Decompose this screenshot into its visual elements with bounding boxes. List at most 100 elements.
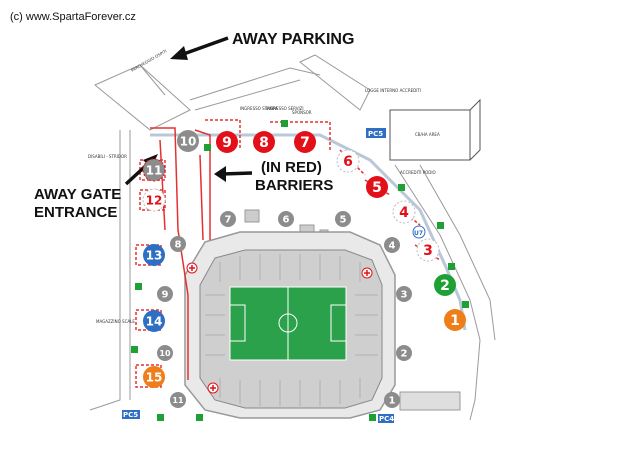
gate-marker-8: 8 [253,131,275,153]
gate-marker-7: 7 [294,131,316,153]
gate-marker-2: 2 [434,274,456,296]
green-markers [131,120,469,421]
label-disabili: DISABILI - STRIDOR [88,154,127,159]
away-parking-arrow-icon [177,36,229,58]
surrounding-buildings [89,54,496,421]
gate-label: 7 [300,135,310,151]
gate-label: 7 [225,215,232,226]
gate-circle [434,274,456,296]
gate-circle [384,392,400,408]
concourse-path [150,133,467,331]
gate-marker-6: 6 [336,149,360,173]
gate-circle [143,366,165,388]
gate-circle [392,200,416,224]
gate-circle [416,238,440,262]
gate-marker-5: 5 [335,211,351,227]
gate-marker-1: 1 [444,309,466,331]
gate-marker-3: 3 [416,238,440,262]
gate-label: 5 [372,180,382,196]
gate-label: 8 [175,240,182,251]
gate-label: 9 [222,135,232,151]
gate-marker-3: 3 [396,286,412,302]
gate-label: 2 [401,349,408,360]
gate-circle [143,244,165,266]
gate-circle [170,236,186,252]
gate-marker-4: 4 [392,200,416,224]
label-stamps: INGRESSO STAMPA [240,106,278,111]
label-service: INGRESSO SERVIZI [266,106,304,111]
away-parking-callout: AWAY PARKING [232,31,354,49]
gate-label: 5 [340,215,347,226]
gate-circle [278,211,294,227]
stadium [184,231,396,419]
label-stage-entry: LOGGE INTERNO ACCREDITI [365,88,421,93]
away-gate-callout: AWAY GATE ENTRANCE [34,186,121,222]
gate-marker-10: 10 [157,345,173,361]
gate-marker-5: 5 [366,176,388,198]
gate-circle [396,345,412,361]
away-gate-line1: AWAY GATE [34,186,122,203]
barriers-arrow-icon [221,171,253,176]
red-barriers [135,119,441,388]
gate-circle [157,345,173,361]
gate-marker-1: 1 [384,392,400,408]
gate-label: 15 [146,370,163,384]
gate-marker-11: 11 [142,158,166,182]
gate-marker-7: 7 [220,211,236,227]
gate-marker-2: 2 [396,345,412,361]
gate-label: 1 [389,396,396,407]
gate-marker-12: 12 [142,188,166,212]
gate-label: 8 [259,135,269,151]
away-parking-text: AWAY PARKING [232,31,355,48]
label-pc5-top: PC5 [368,130,383,138]
gate-label: 6 [343,154,353,170]
gate-label: 1 [450,313,460,329]
first-aid-icon [186,262,373,394]
gate-marker-9: 9 [216,131,238,153]
gate-marker-14: 14 [143,310,165,332]
gate-circle [335,211,351,227]
barriers-line1: (IN RED) [261,159,322,176]
gate-label: 10 [180,134,197,148]
gate-marker-13: 13 [143,244,165,266]
gate-label: 3 [423,243,433,259]
gate-circle [142,188,166,212]
label-warehouse: MAGAZZINO SCALE [96,319,135,324]
away-gate-line2: ENTRANCE [34,204,118,221]
gate-label: 12 [146,193,163,207]
gate-circle [396,286,412,302]
gate-marker-6: 6 [278,211,294,227]
label-cb-area: CB/HA AREA [415,132,440,137]
gate-circle [177,130,199,152]
gate-circle [170,392,186,408]
gate-label: 10 [159,349,171,358]
gate-circle [253,131,275,153]
label-pc5-bottom: PC5 [123,411,138,419]
gate-label: 6 [283,215,290,226]
gate-label: 9 [162,290,169,301]
gate-label: 14 [146,314,163,328]
gate-marker-4: 4 [384,237,400,253]
gate-label: 11 [146,163,163,177]
copyright-text: (c) www.SpartaForever.cz [10,11,136,23]
gate-label: 3 [401,290,408,301]
gate-circle [294,131,316,153]
gate-label: 2 [440,278,450,294]
gate-marker-9: 9 [157,286,173,302]
pc-labels: PC5 PC5 PC4 U7 [122,128,426,423]
gate-circle [216,131,238,153]
gate-marker-15: 15 [143,366,165,388]
label-parking-top: PARCHEGGIO OSPITI [130,48,168,73]
gate-label: 4 [399,205,409,221]
gate-circle [384,237,400,253]
gate-circle [444,309,466,331]
gate-circle [142,158,166,182]
barriers-line2: BARRIERS [255,177,334,194]
label-pc4: PC4 [379,415,394,423]
gate-marker-10: 10 [177,130,199,152]
gate-circle [336,149,360,173]
label-u7: U7 [414,230,423,237]
label-sponsor: SPONSOR [292,110,312,115]
gate-marker-11: 11 [170,392,186,408]
gate-circle [157,286,173,302]
